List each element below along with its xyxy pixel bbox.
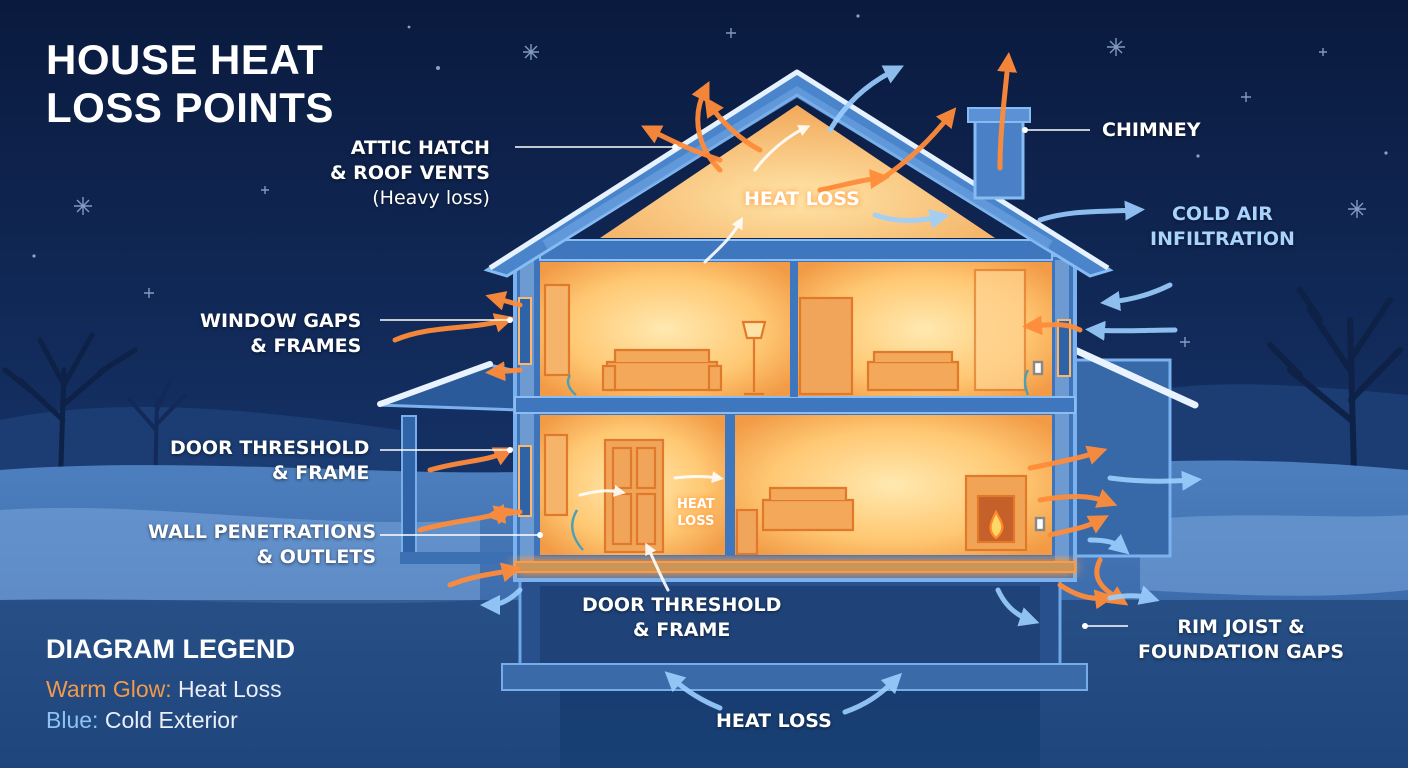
label-heat-loss-attic: HEAT LOSS [744, 188, 860, 210]
title-line-2: LOSS POINTS [46, 84, 334, 131]
label-window-gaps: WINDOW GAPS & FRAMES [200, 310, 362, 357]
legend-row-warm: Warm Glow: Heat Loss [46, 676, 282, 703]
heat-loss-arrows [392, 52, 1129, 610]
label-heat-loss-room: HEAT LOSS [677, 497, 715, 529]
legend-cold-value: Cold Exterior [98, 707, 238, 733]
attic-space [600, 105, 995, 238]
window-frames [518, 297, 1071, 517]
label-door-threshold-bottom: DOOR THRESHOLD & FRAME [582, 594, 782, 641]
page-title: HOUSE HEAT LOSS POINTS [46, 36, 334, 132]
label-wall-penetrations: WALL PENETRATIONS & OUTLETS [148, 521, 377, 568]
pointer-arrows [578, 125, 811, 592]
label-heat-loss-bottom: HEAT LOSS [716, 710, 832, 732]
title-line-1: HOUSE HEAT [46, 36, 324, 83]
left-porch [377, 361, 522, 564]
legend-warm-value: Heat Loss [171, 676, 282, 702]
roof [483, 69, 1114, 278]
label-rim-joist: RIM JOIST & FOUNDATION GAPS [1138, 616, 1345, 663]
snowflake-icons [74, 28, 1366, 347]
legend-title: DIAGRAM LEGEND [46, 634, 295, 664]
stars [32, 14, 1388, 258]
bare-tree-small [128, 378, 187, 497]
cold-air-arrows [480, 65, 1202, 715]
legend-row-cold: Blue: Cold Exterior [46, 707, 238, 734]
furniture [543, 268, 1028, 556]
legend-cold-key: Blue: [46, 707, 99, 733]
label-cold-air: COLD AIR INFILTRATION [1150, 203, 1295, 250]
leader-lines [380, 129, 1128, 627]
label-attic-hatch: ATTIC HATCH & ROOF VENTS (Heavy loss) [330, 137, 490, 209]
label-chimney: CHIMNEY [1102, 119, 1201, 141]
label-door-threshold-left: DOOR THRESHOLD & FRAME [170, 437, 370, 484]
legend-warm-key: Warm Glow: [46, 676, 172, 702]
basement-foundation [501, 574, 1088, 691]
wall-outlets [566, 360, 1046, 551]
